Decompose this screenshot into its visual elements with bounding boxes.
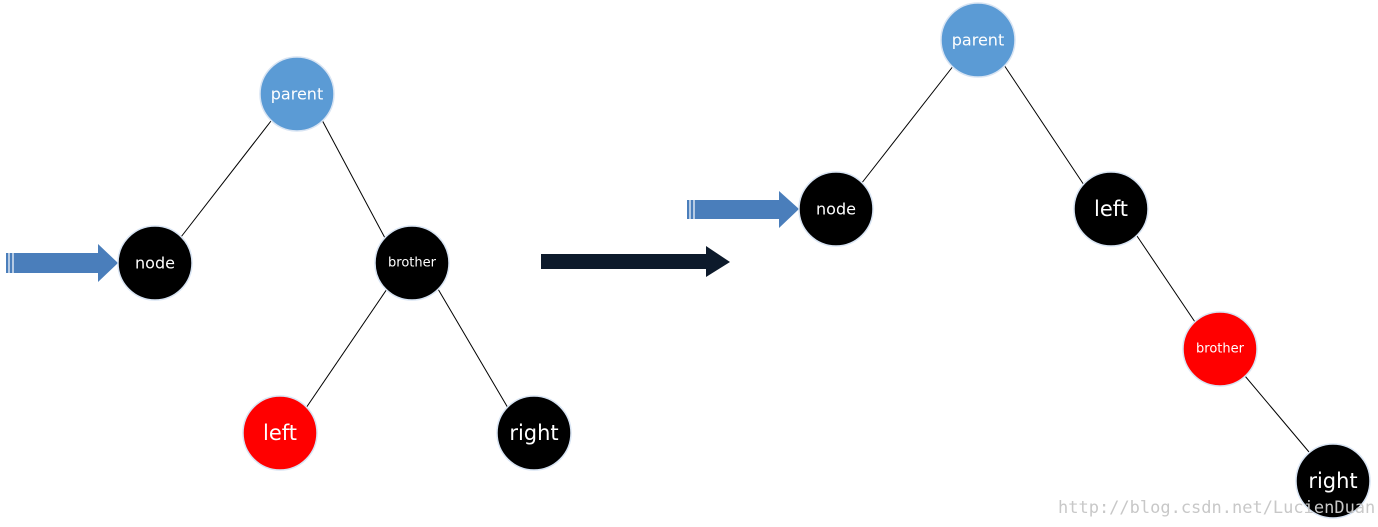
edge-brother-right: [437, 288, 509, 409]
after-tree: parent node left brother right: [687, 2, 1371, 519]
before-left-label: left: [263, 421, 297, 445]
before-node-node: node: [117, 225, 193, 301]
edge-parent-node: [180, 120, 272, 238]
edge-parent-brother: [321, 119, 386, 239]
edge-parent-left: [1003, 64, 1085, 186]
edge-left-brother: [1136, 235, 1196, 323]
current-node-pointer-arrow: [6, 244, 118, 282]
before-brother-node: brother: [374, 225, 450, 301]
edge-parent-node: [860, 64, 955, 185]
after-left-label: left: [1094, 197, 1128, 221]
before-parent-label: parent: [271, 85, 323, 104]
before-left-node: left: [242, 395, 318, 471]
before-node-label: node: [135, 254, 175, 273]
before-brother-label: brother: [388, 256, 437, 271]
after-node-label: node: [816, 200, 856, 219]
after-node-node: node: [798, 171, 874, 247]
before-tree: parent node brother left right: [6, 56, 572, 471]
after-brother-node: brother: [1182, 311, 1258, 387]
before-right-label: right: [509, 421, 558, 445]
after-right-node: right: [1295, 443, 1371, 519]
after-left-node: left: [1073, 171, 1149, 247]
after-right-label: right: [1308, 469, 1357, 493]
after-parent-node: parent: [940, 2, 1016, 78]
before-right-node: right: [496, 395, 572, 471]
transform-arrow: [541, 246, 730, 277]
before-parent-node: parent: [259, 56, 335, 132]
watermark-text: http://blog.csdn.net/LucienDuan: [1058, 498, 1375, 518]
after-brother-label: brother: [1196, 342, 1245, 357]
edge-brother-right: [1244, 375, 1310, 453]
after-parent-label: parent: [952, 31, 1004, 50]
edge-brother-left: [305, 288, 388, 409]
current-node-pointer-arrow: [687, 191, 799, 228]
